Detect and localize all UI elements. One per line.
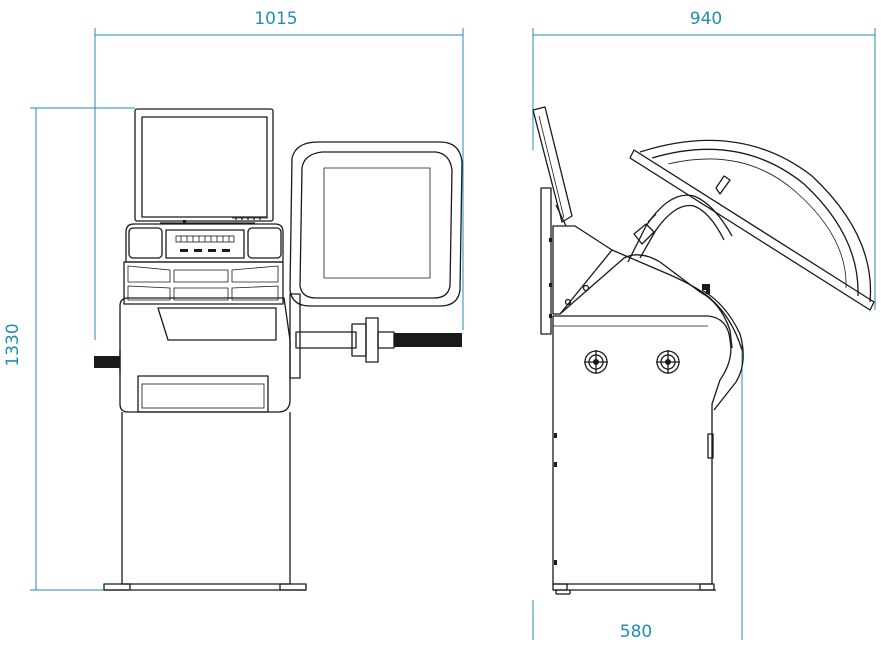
side-knob-left — [584, 350, 608, 374]
front-control-panel — [125, 223, 284, 263]
front-view — [94, 108, 463, 591]
front-shaft — [295, 317, 462, 363]
front-monitor — [134, 108, 274, 224]
side-view — [532, 106, 875, 595]
front-main-body — [94, 297, 291, 413]
side-monitor — [532, 106, 573, 227]
dimension-front-width: 1015 — [254, 9, 297, 29]
front-weight-compartments — [123, 261, 284, 305]
dimension-height: 1330 — [3, 323, 23, 366]
side-display-post — [540, 187, 552, 335]
dimension-side-depth: 940 — [690, 9, 722, 29]
dimension-lines — [30, 28, 876, 640]
side-hood-arm — [627, 194, 733, 263]
side-hood-guard — [629, 139, 875, 311]
side-knob-right — [656, 350, 680, 374]
side-main-housing — [552, 284, 744, 585]
dimension-base-depth: 580 — [620, 622, 652, 642]
side-base — [552, 583, 716, 595]
front-pedestal — [103, 412, 307, 591]
front-wheel-guard — [289, 141, 463, 379]
